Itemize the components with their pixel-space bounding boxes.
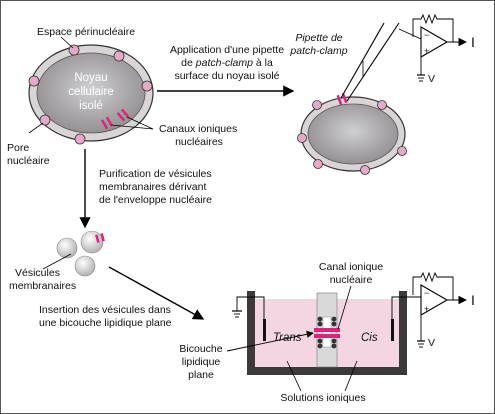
amplifier-bottom: − + <box>412 271 468 348</box>
insertion-label-2: une bicouche lipidique plane <box>39 317 172 329</box>
electrode-cis <box>391 319 394 341</box>
nuclear-pore-label-2: nucléaire <box>7 155 50 167</box>
isolated-nucleus: Noyau cellulaire isolé <box>28 44 154 145</box>
nuclear-pore <box>113 50 125 62</box>
svg-text:+: + <box>424 304 429 314</box>
purification-label-1: Purification de vésicules <box>99 168 212 180</box>
nuclear-pore <box>74 133 86 145</box>
amplifier-top: − + <box>412 13 468 82</box>
purification-label-2: membranaires dérivant <box>99 181 206 193</box>
ion-channels-label-2: nucléaires <box>175 136 223 148</box>
cis-label: Cis <box>361 332 378 344</box>
svg-text:−: − <box>424 30 429 40</box>
pipette-label-2: patch-clamp <box>289 45 347 57</box>
patched-nucleus <box>297 92 407 175</box>
voltage-V-bottom: V <box>428 337 435 349</box>
nuclear-pore-label-1: Pore <box>7 142 29 154</box>
nuclear-ion-channel <box>336 92 348 106</box>
nuclear-pore <box>141 80 153 92</box>
nuclear-pore <box>313 159 323 169</box>
ion-channel-label-1: Canal ionique <box>319 261 383 273</box>
perinuclear-space-label: Espace périnucléaire <box>37 26 135 38</box>
bilayer-ion-channel <box>314 328 340 332</box>
purification-label-3: de l'enveloppe nucléaire <box>99 194 212 206</box>
nuclear-pore <box>68 44 80 56</box>
membrane-vesicles <box>56 230 105 277</box>
nucleus-label-1: Noyau <box>74 72 107 84</box>
nucleus-label-2: cellulaire <box>68 86 113 98</box>
nuclear-pore <box>28 75 40 87</box>
current-I-top: I <box>471 34 475 50</box>
lipid-bilayer <box>317 316 337 349</box>
nuclear-pore <box>297 133 307 143</box>
current-I-bottom: I <box>471 292 475 308</box>
arrow-diagonal <box>108 266 205 320</box>
voltage-V-top: V <box>428 73 435 85</box>
bilayer-chamber <box>232 291 421 375</box>
nuclear-pore <box>377 100 387 110</box>
ion-channel-label-2: nucléaire <box>330 274 373 286</box>
application-label-2: de patch-clamp à la <box>181 57 273 69</box>
nuclear-pore <box>397 146 407 156</box>
application-label-3: surface du noyau isolé <box>174 70 279 82</box>
electrode-trans <box>263 319 266 341</box>
insertion-label-1: Insertion des vésicules dans <box>39 304 171 316</box>
svg-text:−: − <box>424 288 429 298</box>
nuclear-pore <box>312 100 322 110</box>
nuclear-pore <box>39 114 51 126</box>
bilayer-label-1: Bicouche <box>179 343 222 355</box>
bilayer-label-3: plane <box>188 369 214 381</box>
nuclear-ion-channel <box>116 108 130 122</box>
patch-pipette <box>340 22 422 102</box>
bilayer-label-2: lipidique <box>182 356 221 368</box>
svg-text:+: + <box>424 46 429 56</box>
nuclear-ion-channel <box>101 116 113 130</box>
nucleus-label-3: isolé <box>79 100 103 112</box>
nuclear-pore <box>360 165 370 175</box>
ion-channels-label-1: Canaux ioniques <box>159 123 237 135</box>
application-label-1: Application d'une pipette <box>170 44 284 56</box>
vesicles-label-1: Vésicules <box>15 267 60 279</box>
ionic-solutions-label: Solutions ioniques <box>280 392 365 404</box>
vesicles-label-2: membranaires <box>9 280 76 292</box>
pipette-label-1: Pipette de <box>295 32 342 44</box>
